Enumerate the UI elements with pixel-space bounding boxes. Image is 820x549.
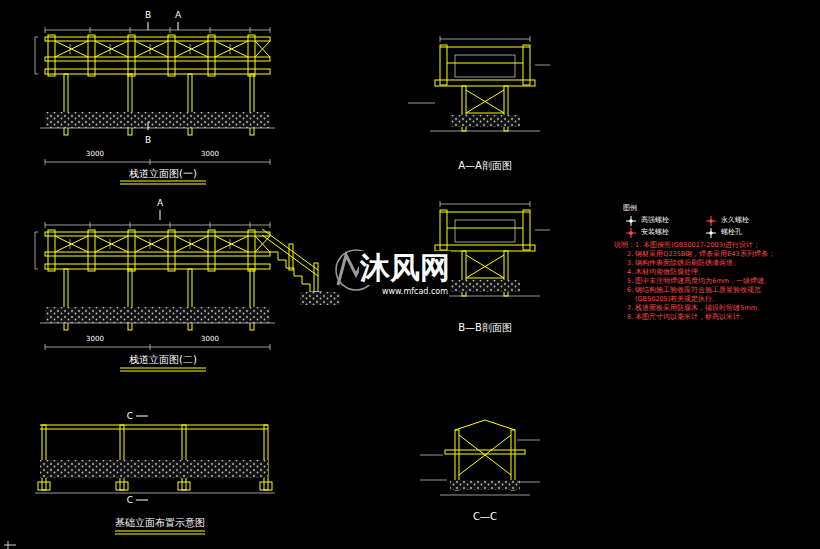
line-shape xyxy=(40,429,268,430)
bolt-dot xyxy=(629,219,633,223)
bolt-symbol xyxy=(626,216,636,226)
section-mark: C xyxy=(126,495,134,505)
elevation-frame xyxy=(35,27,275,135)
path-shape xyxy=(459,435,511,475)
section-a xyxy=(408,36,550,131)
bolt-cross xyxy=(626,228,636,238)
rect-shape xyxy=(289,244,293,270)
bolt-cross xyxy=(706,216,716,226)
view-title: C—C xyxy=(472,511,498,523)
legend-heading: 图例 xyxy=(622,204,638,212)
legend-entry: 永久螺栓 xyxy=(706,216,750,226)
bolt-dot xyxy=(629,231,633,235)
rect-shape xyxy=(40,460,268,478)
section-mark: A xyxy=(174,10,182,20)
bolt-cross xyxy=(706,228,716,238)
design-note: 4. 木材均需做防腐处理。 xyxy=(626,269,706,276)
line-shape xyxy=(40,425,268,426)
legend-text: 永久螺栓 xyxy=(720,217,750,224)
section-mark: C xyxy=(126,411,134,421)
dimension: 3000 xyxy=(85,335,105,343)
design-note: 说明：1. 本图按照(GB50017-2003)进行设计； xyxy=(613,242,761,249)
elevation-two xyxy=(35,210,340,371)
legend-text: 螺栓孔 xyxy=(720,229,743,236)
dimension: 3000 xyxy=(85,150,105,158)
rect-shape xyxy=(314,263,318,292)
path-shape xyxy=(455,420,515,430)
path-shape xyxy=(420,440,540,482)
rect-shape xyxy=(38,482,50,490)
bolt-symbol xyxy=(706,228,716,238)
view-title: 栈道立面图(一) xyxy=(128,168,198,180)
view-title: 栈道立面图(二) xyxy=(128,354,198,366)
bolt-dot xyxy=(709,219,713,223)
path-shape xyxy=(148,22,178,130)
view-title: B—B剖面图 xyxy=(457,322,513,334)
rect-shape xyxy=(178,482,190,490)
path-shape xyxy=(115,531,205,534)
rect-shape xyxy=(120,425,124,490)
watermark-url: www.mfcad.com xyxy=(381,287,449,296)
view-title: A—A剖面图 xyxy=(457,160,513,172)
line-shape xyxy=(45,347,270,348)
path-shape xyxy=(120,181,206,184)
design-note: (GB50205)有关规定执行。 xyxy=(634,296,720,303)
rect-shape xyxy=(260,482,272,490)
design-note: 3. 钢构件表面除锈后刷防锈漆两道。 xyxy=(626,260,741,267)
line-shape xyxy=(35,493,275,494)
path-shape xyxy=(136,416,148,500)
rect-shape xyxy=(450,480,520,490)
section-mark: A xyxy=(156,198,164,208)
dimension: 3000 xyxy=(200,150,220,158)
design-note: 5. 图中未注明焊缝高度均为6mm，一级焊缝。 xyxy=(626,278,772,285)
rect-shape xyxy=(264,425,268,490)
view-title: 基础立面布置示意图 xyxy=(114,517,206,529)
rect-shape xyxy=(42,425,46,490)
section-mark: B xyxy=(144,10,152,20)
rect-shape xyxy=(182,425,186,490)
line-shape xyxy=(440,495,530,496)
path-shape xyxy=(160,210,161,220)
section-mark: B xyxy=(144,135,152,145)
polyline-shape xyxy=(270,252,322,292)
design-note: 7. 栈道面板采用防腐木，铺设时留缝5mm。 xyxy=(626,305,765,312)
bolt-symbol xyxy=(706,216,716,226)
path-shape xyxy=(45,159,270,165)
elevation-frame xyxy=(35,222,275,330)
legend-entry: 安装螺栓 xyxy=(626,228,670,238)
rect-shape xyxy=(445,450,525,454)
bolt-dot xyxy=(709,231,713,235)
dimension: 3000 xyxy=(200,335,220,343)
design-note: 2. 钢材采用Q235B钢，焊条采用E43系列焊条； xyxy=(626,251,776,258)
design-note: 8. 本图尺寸均以毫米计，标高以米计。 xyxy=(626,314,748,321)
legend-entry: 高强螺栓 xyxy=(626,216,670,226)
rect-shape xyxy=(300,292,340,305)
section-c xyxy=(420,420,540,495)
line-shape xyxy=(45,162,270,163)
rect-shape xyxy=(116,482,128,490)
path-shape xyxy=(120,368,206,371)
foundation-elevation xyxy=(35,416,275,534)
legend-text: 高强螺栓 xyxy=(640,217,670,224)
bolt-symbol xyxy=(626,228,636,238)
watermark: 沐风网 xyxy=(359,251,451,286)
bolt-cross xyxy=(626,216,636,226)
path-shape xyxy=(45,344,270,350)
path-shape xyxy=(262,229,318,276)
section-frame xyxy=(408,36,550,131)
legend-entry: 螺栓孔 xyxy=(706,228,743,238)
corner-mark xyxy=(4,541,16,549)
design-note: 6. 钢结构施工验收应符合施工质量验收规范 xyxy=(626,287,762,294)
elevation-one xyxy=(35,22,275,184)
legend-text: 安装螺栓 xyxy=(640,229,670,236)
